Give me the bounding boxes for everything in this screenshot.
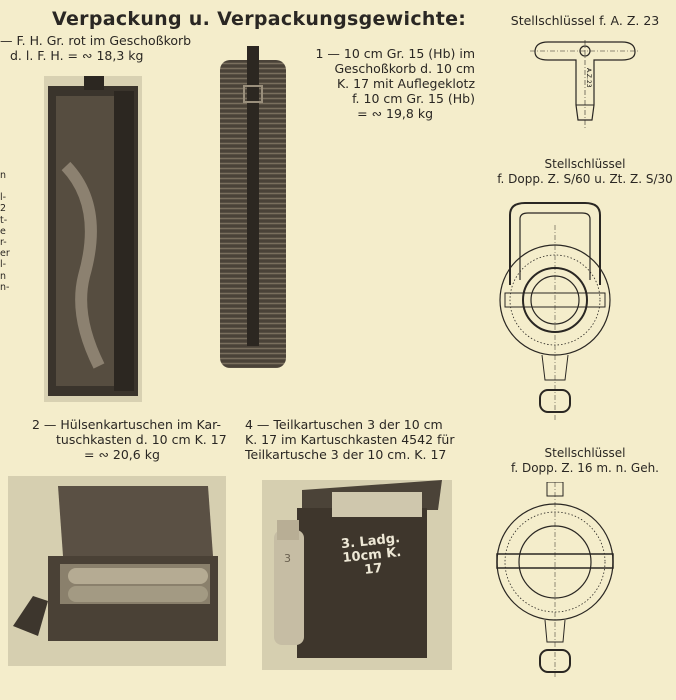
fragment: n [0,270,7,282]
fragment: l- [0,192,7,204]
margin-fragments: n l- 2 t- e r- er l- n n- [0,170,12,293]
caption-line: Teilkartusche 3 der 10 cm. K. 17 [245,447,447,462]
t-key-diagram: A.Z.23 [530,40,640,139]
caption-line: 1 — 10 cm Gr. 15 (Hb) im [315,46,475,61]
caption-line: 4 — Teilkartuschen 3 der 10 cm [245,417,443,432]
key3-label: Stellschlüssel f. Dopp. Z. 16 m. n. Geh. [475,446,676,476]
key1-engraving: A.Z.23 [585,68,592,88]
label-line: f. Dopp. Z. S/60 u. Zt. Z. S/30 [497,172,673,186]
photo-shell-box [44,76,142,402]
fragment: r- [0,237,7,249]
caption-item-1: 1 — 10 cm Gr. 15 (Hb) im Geschoßkorb d. … [300,46,475,121]
caption-line: K. 17 mit Auflegeklotz [336,76,475,91]
caption-line: 2 — Hülsenkartuschen im Kar- [32,417,221,432]
caption-line: K. 17 im Kartuschkasten 4542 für [245,432,455,447]
fragment: l- [0,259,7,271]
double-fuze-key-diagram [490,195,620,429]
label-line: Stellschlüssel [544,446,626,460]
photo-partial-charge-box: 3. Ladg. 10cm K. 17 3 [262,480,452,670]
key2-label: Stellschlüssel f. Dopp. Z. S/60 u. Zt. Z… [475,157,676,187]
fragment: n [0,170,7,181]
fragment: e [0,225,6,237]
fragment: t- [0,214,8,226]
fragment: 2 [0,203,7,215]
label-line: f. Dopp. Z. 16 m. n. Geh. [510,461,659,475]
caption-line: — F. H. Gr. rot im Geschoßkorb [0,33,192,48]
caption-item-0: — F. H. Gr. rot im Geschoßkorb d. l. F. … [0,33,191,63]
caption-line: = ∾ 20,6 kg [84,447,160,462]
photo-wicker-basket [216,46,290,372]
fuze-16-key-diagram [490,481,620,686]
fragment: er [0,248,10,260]
caption-item-2: 2 — Hülsenkartuschen im Kar- tuschkasten… [32,417,227,462]
label-line: Stellschlüssel [544,157,626,171]
cartridge-number: 3 [284,552,291,565]
caption-line: Geschoßkorb d. 10 cm [334,61,475,76]
key1-label: Stellschlüssel f. A. Z. 23 [510,13,660,28]
caption-line: = ∾ 19,8 kg [357,106,433,121]
box-stencil: 3. Ladg. 10cm K. 17 [330,531,414,581]
caption-line: tuschkasten d. 10 cm K. 17 [56,432,227,447]
caption-line: d. l. F. H. = ∾ 18,3 kg [10,48,144,63]
fragment: n- [0,281,10,293]
caption-line: f. 10 cm Gr. 15 (Hb) [352,91,475,106]
caption-item-4: 4 — Teilkartuschen 3 der 10 cm K. 17 im … [245,417,454,462]
fragment [0,181,12,192]
photo-cartridge-case-box [8,476,226,666]
page-title: Verpackung u. Verpackungsgewichte: [52,8,467,30]
